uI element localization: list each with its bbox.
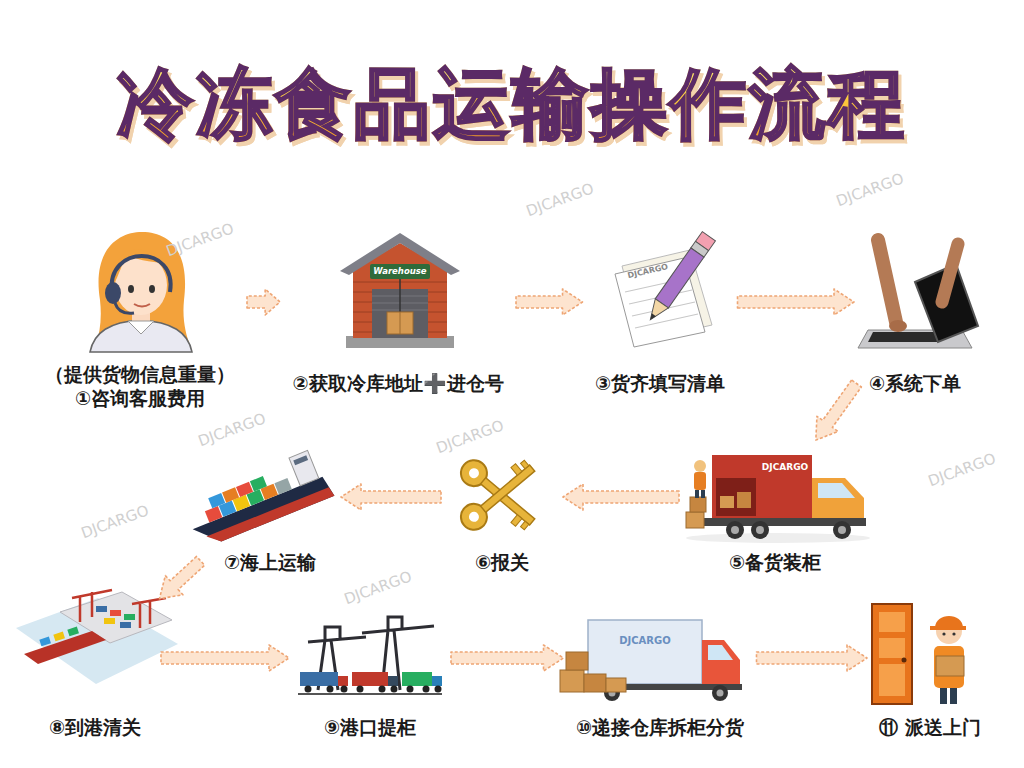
step-label: ⑨港口提柜 bbox=[324, 716, 416, 740]
step-node: ⑥报关 bbox=[447, 445, 557, 581]
ship-icon bbox=[181, 447, 334, 549]
flow-arrow bbox=[816, 380, 862, 440]
watermark: DJCARGO bbox=[164, 220, 236, 260]
step-node: ⑩递接仓库拆柜分货 bbox=[570, 600, 751, 746]
step-label: ⑩递接仓库拆柜分货 bbox=[576, 716, 744, 740]
watermark: DJCARGO bbox=[196, 410, 268, 450]
step-label: ⑦海上运输 bbox=[224, 551, 316, 575]
truck-text: DJCARGO bbox=[619, 635, 671, 646]
step-node: ④系统下单 bbox=[860, 235, 970, 402]
flow-arrow bbox=[161, 645, 289, 671]
flow-arrow bbox=[563, 484, 679, 510]
step-label: ⑤备货装柜 bbox=[729, 551, 821, 575]
step-node: ⑦海上运输 bbox=[205, 445, 335, 581]
sign-text: Warehouse bbox=[373, 267, 426, 276]
step-node: ②获取冷库地址➕进仓号 bbox=[286, 235, 510, 402]
truck-text: DJCARGO bbox=[762, 463, 808, 473]
watermark: DJCARGO bbox=[834, 170, 906, 210]
step-label: ③货齐填写清单 bbox=[595, 372, 725, 396]
flow-arrow bbox=[159, 556, 204, 598]
flow-arrow bbox=[516, 289, 583, 315]
step-label: ⑧到港清关 bbox=[49, 716, 141, 740]
step-node: ⑧到港清关 bbox=[35, 592, 155, 746]
step-node: （提供货物信息重量）①咨询客服费用 bbox=[39, 235, 241, 417]
port-icon bbox=[16, 590, 178, 684]
warehouse-icon bbox=[340, 233, 460, 348]
laptop-icon bbox=[858, 240, 978, 348]
step-label: ②获取冷库地址➕进仓号 bbox=[292, 372, 503, 396]
watermark: DJCARGO bbox=[524, 180, 596, 220]
step-label: （提供货物信息重量） bbox=[45, 363, 235, 387]
watermark: DJCARGO bbox=[926, 450, 998, 490]
crane-trucks-icon bbox=[298, 617, 442, 694]
step-label: ⑪ 派送上门 bbox=[879, 716, 981, 740]
flow-arrow bbox=[451, 645, 564, 671]
watermark: DJCARGO bbox=[79, 502, 151, 542]
flow-arrow bbox=[738, 289, 855, 315]
customs-keys-icon bbox=[455, 455, 541, 535]
step-label: ①咨询客服费用 bbox=[75, 387, 205, 411]
checklist-icon bbox=[615, 232, 715, 347]
truck-loading-icon bbox=[686, 455, 870, 543]
watermark: DJCARGO bbox=[342, 568, 414, 608]
flow-arrow bbox=[247, 289, 280, 315]
step-label: ⑥报关 bbox=[475, 551, 529, 575]
step-node: ⑨港口提柜 bbox=[295, 600, 445, 746]
diagram-title: 冷冻食品运输操作流程 bbox=[0, 62, 1024, 146]
flow-arrow bbox=[757, 645, 868, 671]
door-delivery-icon bbox=[872, 604, 966, 704]
step-label: ④系统下单 bbox=[869, 372, 961, 396]
warehouse-truck-icon bbox=[560, 620, 742, 701]
step-node: ③货齐填写清单 bbox=[589, 235, 732, 402]
flow-arrow bbox=[341, 484, 441, 510]
step-node: ⑪ 派送上门 bbox=[873, 600, 987, 746]
watermark: DJCARGO bbox=[434, 417, 506, 457]
